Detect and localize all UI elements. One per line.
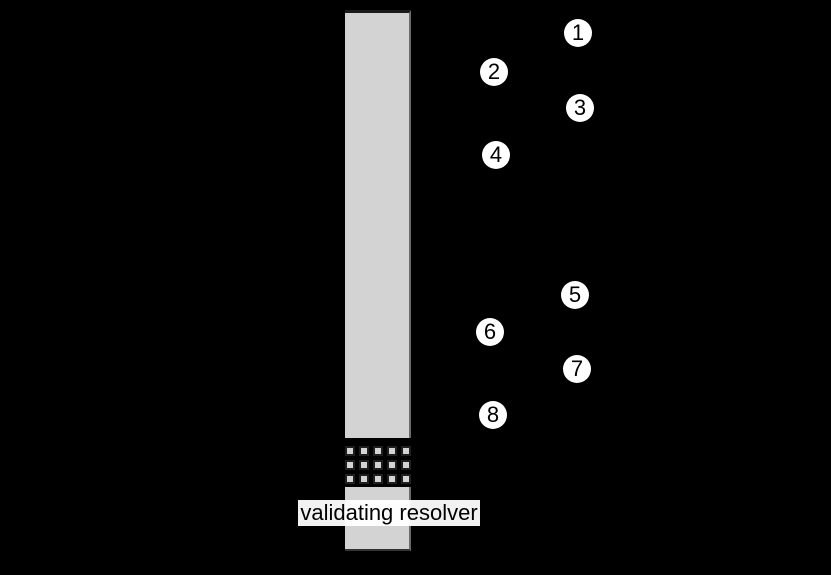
- firewall-grid-cell: [401, 446, 411, 456]
- firewall-grid-cell: [387, 474, 397, 484]
- firewall-grid-cell: [401, 460, 411, 470]
- firewall-grid-cell: [373, 474, 383, 484]
- step-circle-8: 8: [479, 401, 507, 429]
- step-circle-6: 6: [476, 318, 504, 346]
- firewall-grid-icon: [345, 446, 411, 484]
- firewall-grid-cell: [373, 460, 383, 470]
- firewall-grid-cell: [387, 460, 397, 470]
- resolver-lifeline-upper: [345, 10, 411, 438]
- step-circle-4: 4: [482, 141, 510, 169]
- firewall-grid-cell: [373, 446, 383, 456]
- step-circle-2: 2: [480, 58, 508, 86]
- firewall-grid-cell: [387, 446, 397, 456]
- step-circle-1: 1: [564, 19, 592, 47]
- firewall-grid-cell: [359, 460, 369, 470]
- step-circle-5: 5: [561, 281, 589, 309]
- firewall-grid-cell: [359, 474, 369, 484]
- firewall-grid-cell: [359, 446, 369, 456]
- step-circle-7: 7: [563, 355, 591, 383]
- firewall-grid-cell: [401, 474, 411, 484]
- firewall-grid-cell: [345, 460, 355, 470]
- step-circle-3: 3: [566, 94, 594, 122]
- firewall-grid-cell: [345, 474, 355, 484]
- resolver-label: validating resolver: [298, 500, 480, 526]
- firewall-grid-cell: [345, 446, 355, 456]
